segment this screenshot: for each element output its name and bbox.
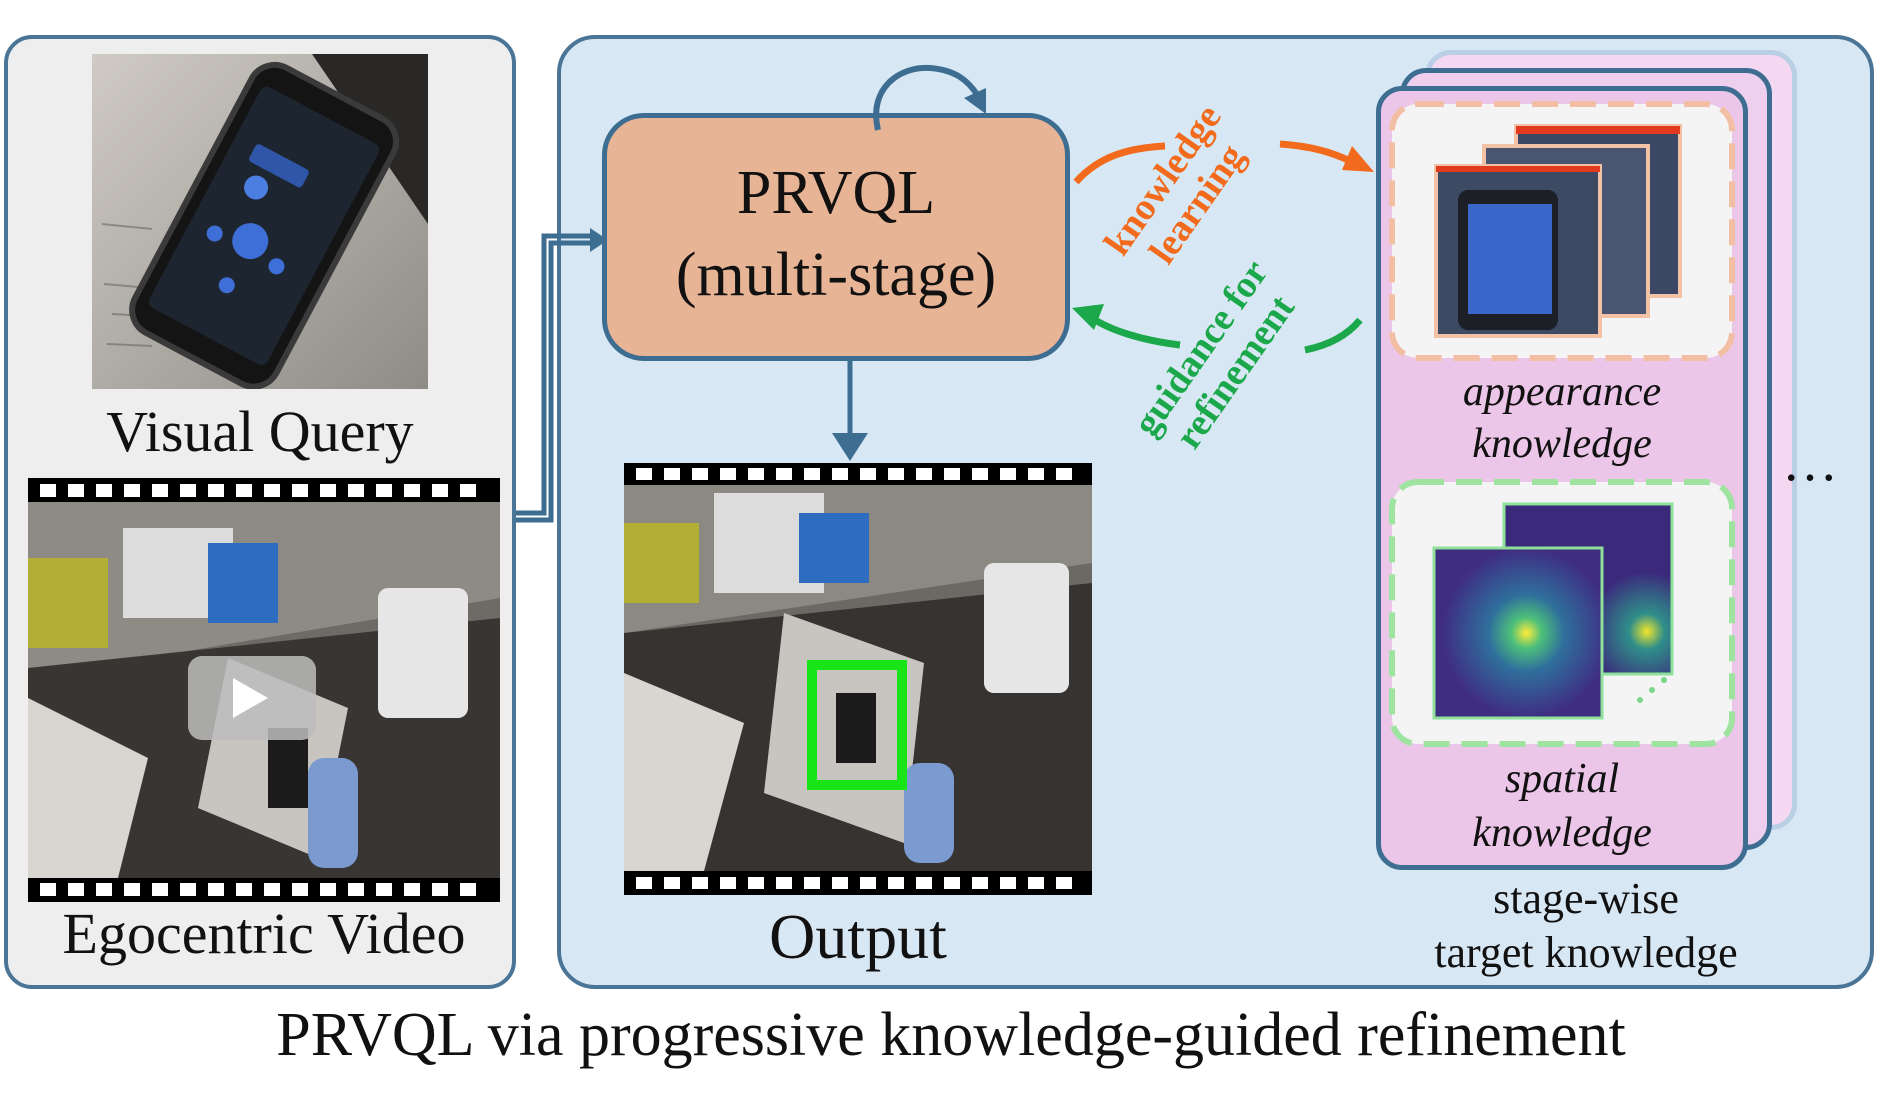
visual-query-label: Visual Query: [106, 399, 414, 464]
figure-caption: PRVQL via progressive knowledge-guided r…: [276, 1001, 1626, 1069]
play-icon: [188, 656, 316, 740]
egocentric-video-label: Egocentric Video: [62, 901, 466, 966]
output-arrow: [832, 361, 868, 461]
prvql-model-box: PRVQL (multi-stage): [602, 113, 1070, 361]
knowledge-arrows: [1072, 140, 1374, 354]
spatial-knowledge-box: [1389, 479, 1735, 747]
input-arrow: [516, 228, 608, 523]
model-title: PRVQL: [736, 159, 936, 227]
model-subtitle: (multi-stage): [675, 241, 997, 309]
output-label: Output: [769, 901, 947, 972]
appearance-knowledge-label: appearance knowledge: [1462, 369, 1662, 467]
spatial-knowledge-label: spatial knowledge: [1472, 756, 1652, 856]
ellipsis: …: [1782, 431, 1838, 493]
egocentric-video-frame[interactable]: [28, 478, 500, 902]
visual-query-image: [92, 54, 428, 389]
stage-wise-caption: stage-wise target knowledge: [1434, 874, 1738, 977]
output-video-frame: [624, 463, 1092, 895]
loop-arrow-icon: [873, 64, 986, 131]
detection-box: [807, 660, 907, 790]
appearance-knowledge-box: [1389, 101, 1735, 361]
